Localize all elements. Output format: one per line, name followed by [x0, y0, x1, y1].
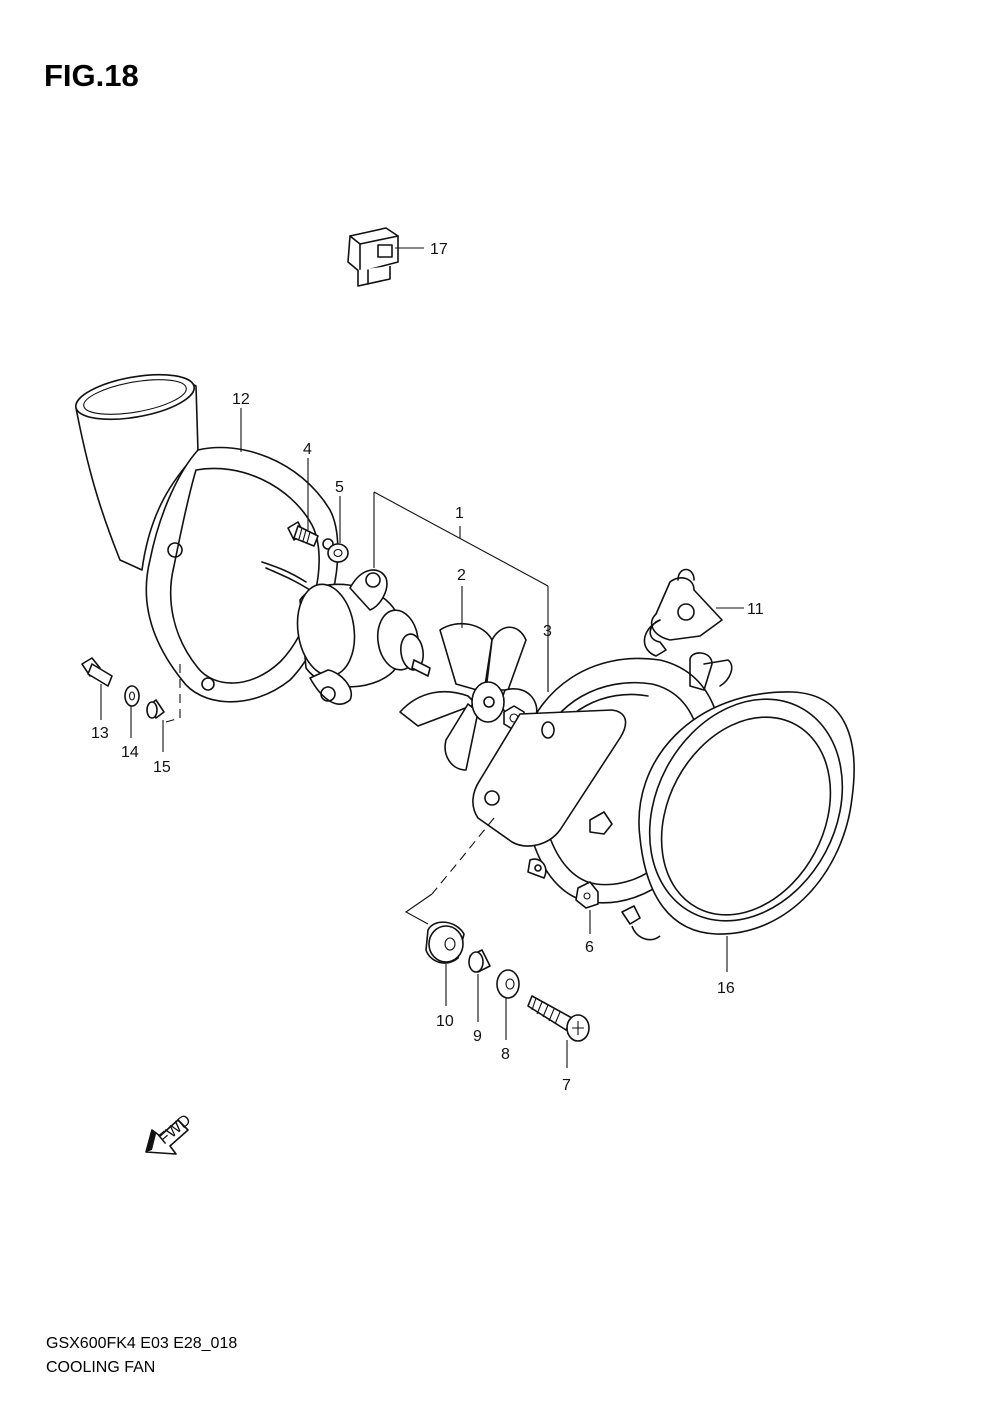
callout-2[interactable]: 2: [457, 567, 466, 584]
callout-5[interactable]: 5: [335, 479, 344, 496]
callout-8[interactable]: 8: [501, 1046, 510, 1063]
callout-14[interactable]: 14: [121, 744, 139, 761]
forward-direction-arrow: FWD: [145, 1112, 194, 1155]
callout-6[interactable]: 6: [585, 939, 594, 956]
collar-part-15[interactable]: [146, 699, 165, 719]
figure-caption: COOLING FAN: [46, 1359, 156, 1376]
callout-11[interactable]: 11: [747, 601, 764, 618]
figure-title: FIG.18: [44, 58, 139, 93]
collar-part-9[interactable]: [468, 949, 491, 973]
fan-cover-part-16[interactable]: [612, 665, 880, 954]
callout-15[interactable]: 15: [153, 759, 171, 776]
screw-part-7[interactable]: [527, 995, 590, 1042]
bolt-part-13[interactable]: [81, 657, 113, 687]
callout-17[interactable]: 17: [430, 241, 448, 258]
callout-3[interactable]: 3: [543, 623, 552, 640]
bracket-part-11[interactable]: [643, 568, 723, 657]
figure-footer: GSX600FK4 E03 E28_018 COOLING FAN: [46, 1332, 237, 1380]
callout-12[interactable]: 12: [232, 391, 250, 408]
washer-part-5[interactable]: [327, 543, 349, 563]
callout-10[interactable]: 10: [436, 1013, 454, 1030]
washer-part-14[interactable]: [124, 685, 140, 707]
clip-nut-part-6[interactable]: [575, 881, 599, 909]
callout-16[interactable]: 16: [717, 980, 735, 997]
callout-13[interactable]: 13: [91, 725, 109, 742]
bolt-part-4[interactable]: [287, 521, 319, 547]
relay-part-17[interactable]: [347, 227, 399, 287]
fan-motor-part-1[interactable]: [261, 561, 431, 705]
model-code: GSX600FK4 E03 E28_018: [46, 1335, 238, 1352]
grommet-part-10[interactable]: [425, 921, 465, 964]
callout-4[interactable]: 4: [303, 441, 312, 458]
fan-shroud-part-12[interactable]: [72, 367, 339, 703]
callout-9[interactable]: 9: [473, 1028, 482, 1045]
callout-7[interactable]: 7: [562, 1077, 571, 1094]
callout-1[interactable]: 1: [455, 505, 464, 522]
washer-part-8[interactable]: [496, 969, 520, 999]
